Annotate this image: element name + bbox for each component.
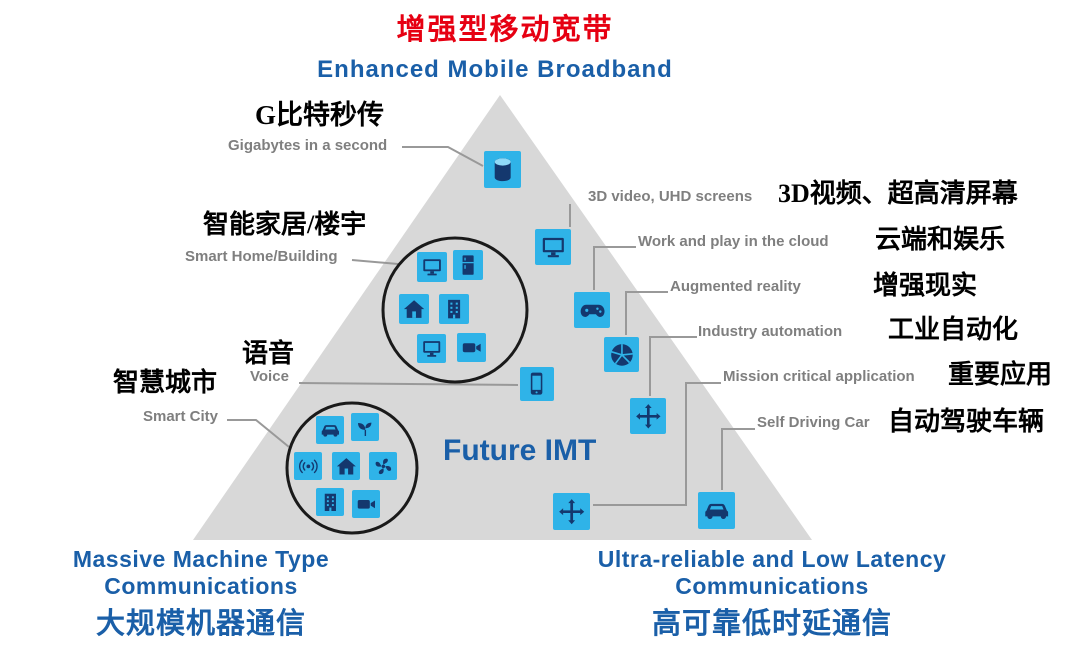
mmtc-corner: Massive Machine Type Communications 大规模机… xyxy=(0,546,402,641)
label-smart-home-zh: 智能家居/楼宇 xyxy=(203,210,367,239)
label-smart-city-zh: 智慧城市 xyxy=(113,368,218,397)
connector-voice xyxy=(298,382,519,386)
title-zh: 增强型移动宽带 xyxy=(396,14,614,46)
label-video-en: 3D video, UHD screens xyxy=(588,188,753,205)
cluster-building-icon xyxy=(439,294,469,324)
label-smart-home-en: Smart Home/Building xyxy=(185,248,338,265)
industry-automation-icon xyxy=(630,398,666,434)
uhd-screen-icon xyxy=(535,229,571,265)
label-voice-zh: 语音 xyxy=(242,339,295,368)
cluster-house-icon xyxy=(399,294,429,324)
future-imt-label: Future IMT xyxy=(443,434,597,467)
title-en: Enhanced Mobile Broadband xyxy=(317,56,673,83)
mission-critical-icon xyxy=(553,493,590,530)
urllc-zh: 高可靠低时延通信 xyxy=(651,608,892,640)
cluster-camera-icon xyxy=(457,333,486,362)
label-mission-zh: 重要应用 xyxy=(948,360,1053,389)
label-self-driving-en: Self Driving Car xyxy=(757,414,870,431)
smart-home-cluster-circle xyxy=(381,236,529,384)
label-self-driving-zh: 自动驾驶车辆 xyxy=(888,407,1045,436)
label-automation-zh: 工业自动化 xyxy=(888,315,1019,344)
urllc-en-line2: Communications xyxy=(675,573,869,599)
label-ar-zh: 增强现实 xyxy=(873,271,978,300)
connector-self-driving xyxy=(721,428,755,490)
city-plant-icon xyxy=(351,413,379,441)
self-driving-car-icon xyxy=(698,492,735,529)
city-camera-icon xyxy=(352,490,380,518)
smart-city-cluster-circle xyxy=(285,401,419,535)
connector-lines xyxy=(227,146,755,506)
voice-phone-icon xyxy=(520,367,554,401)
augmented-reality-icon xyxy=(604,337,639,372)
city-building-icon xyxy=(316,488,344,516)
connector-cloud xyxy=(593,246,636,290)
urllc-en-line1: Ultra-reliable and Low Latency xyxy=(597,546,947,572)
city-fan-icon xyxy=(369,452,397,480)
label-cloud-zh: 云端和娱乐 xyxy=(875,225,1006,254)
label-smart-city-en: Smart City xyxy=(143,408,219,425)
label-video-zh: 3D视频、超高清屏幕 xyxy=(778,179,1018,208)
cluster-fridge-icon xyxy=(453,250,483,280)
city-house-icon xyxy=(332,452,360,480)
label-voice-en: Voice xyxy=(250,368,289,385)
connector-smart-home xyxy=(351,259,399,265)
label-mission-en: Mission critical application xyxy=(723,368,915,385)
city-car-icon xyxy=(316,416,344,444)
label-gigabit-zh: G比特秒传 xyxy=(255,100,385,130)
urllc-corner: Ultra-reliable and Low Latency Communica… xyxy=(562,546,982,641)
connector-gigabit xyxy=(402,146,484,167)
connector-smart-city xyxy=(227,419,290,448)
label-automation-en: Industry automation xyxy=(698,323,843,340)
cluster-tv-icon xyxy=(417,334,446,363)
mmtc-zh: 大规模机器通信 xyxy=(95,608,306,640)
label-gigabit-en: Gigabytes in a second xyxy=(228,137,388,154)
connector-ar xyxy=(625,291,668,335)
connector-automation xyxy=(649,336,697,396)
city-wireless-icon xyxy=(294,452,322,480)
label-cloud-en: Work and play in the cloud xyxy=(638,233,829,250)
cluster-monitor-icon xyxy=(417,252,447,282)
database-icon xyxy=(484,151,521,188)
label-ar-en: Augmented reality xyxy=(670,278,801,295)
connector-mission xyxy=(593,382,721,506)
game-controller-icon xyxy=(574,292,610,328)
mmtc-en-line2: Communications xyxy=(104,573,298,599)
mmtc-en-line1: Massive Machine Type xyxy=(72,546,330,572)
